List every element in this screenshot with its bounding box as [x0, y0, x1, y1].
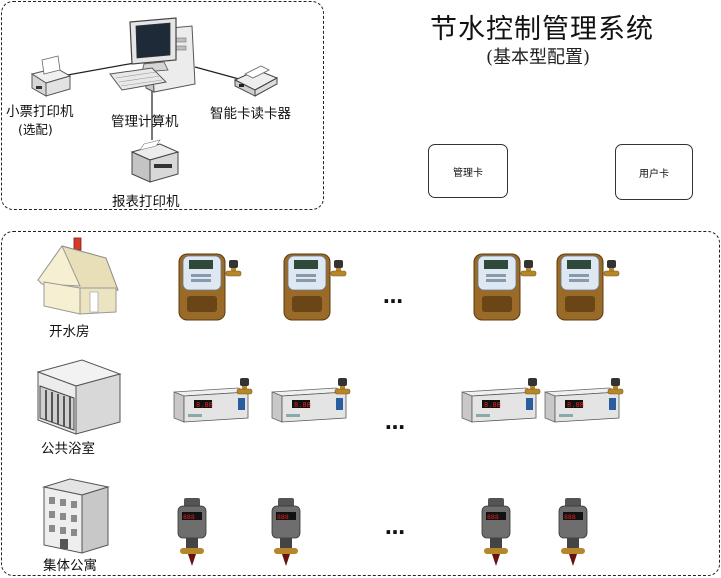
report-printer-label: 报表打印机	[112, 194, 180, 210]
shower-controller: 8.88	[461, 378, 541, 423]
svg-text:8.88: 8.88	[484, 401, 501, 409]
solenoid-valve-icon	[334, 378, 351, 395]
svg-text:888: 888	[277, 513, 289, 521]
user-card: 用户卡	[615, 144, 693, 200]
svg-text:8.88: 8.88	[567, 401, 584, 409]
terminal-equipment-group	[1, 231, 720, 576]
admin-card-label: 管理卡	[453, 167, 483, 179]
ellipsis-row-1: …	[383, 284, 404, 308]
row-label-public-bathhouse: 公共浴室	[41, 441, 95, 457]
water-dispenser-terminal	[556, 253, 620, 321]
row-label-boiling-water-room: 开水房	[49, 324, 90, 340]
shower-controller: 8.88	[544, 378, 624, 423]
receipt-printer-icon	[30, 55, 72, 97]
receipt-printer-note: (选配)	[18, 122, 53, 137]
svg-text:888: 888	[564, 513, 576, 521]
house-icon	[37, 237, 119, 315]
solenoid-valve-icon	[225, 260, 242, 277]
solenoid-valve-icon	[520, 260, 537, 277]
report-printer-icon	[130, 139, 180, 183]
management-equipment-group	[1, 1, 324, 210]
card-reader-label: 智能卡读卡器	[210, 106, 291, 122]
user-card-label: 用户卡	[639, 168, 669, 180]
dormitory-water-meter: 888	[177, 498, 207, 566]
dormitory-water-meter: 888	[481, 498, 511, 566]
dormitory-water-meter: 888	[271, 498, 301, 566]
solenoid-valve-icon	[524, 378, 541, 395]
admin-card: 管理卡	[428, 144, 508, 198]
solenoid-valve-icon	[603, 260, 620, 277]
receipt-printer-label: 小票打印机	[6, 104, 74, 120]
dormitory-icon	[42, 478, 110, 554]
ellipsis-row-2: …	[385, 410, 406, 434]
svg-text:8.88: 8.88	[196, 401, 213, 409]
water-dispenser-terminal	[178, 253, 242, 321]
shower-controller: 8.88	[271, 378, 351, 423]
water-dispenser-terminal	[473, 253, 537, 321]
svg-text:888: 888	[183, 513, 195, 521]
card-reader-icon	[233, 65, 279, 97]
bathhouse-icon	[36, 359, 122, 435]
row-label-dormitory: 集体公寓	[43, 558, 97, 574]
shower-controller: 8.88	[173, 378, 253, 423]
dormitory-water-meter: 888	[558, 498, 588, 566]
computer-label: 管理计算机	[111, 114, 179, 130]
diagram-subtitle: (基本型配置)	[486, 47, 591, 68]
solenoid-valve-icon	[607, 378, 624, 395]
svg-text:8.88: 8.88	[294, 401, 311, 409]
diagram-title: 节水控制管理系统	[430, 14, 654, 45]
solenoid-valve-icon	[236, 378, 253, 395]
water-dispenser-terminal	[283, 253, 347, 321]
svg-text:888: 888	[487, 513, 499, 521]
ellipsis-row-3: …	[385, 515, 406, 539]
solenoid-valve-icon	[330, 260, 347, 277]
computer-icon	[109, 17, 196, 93]
